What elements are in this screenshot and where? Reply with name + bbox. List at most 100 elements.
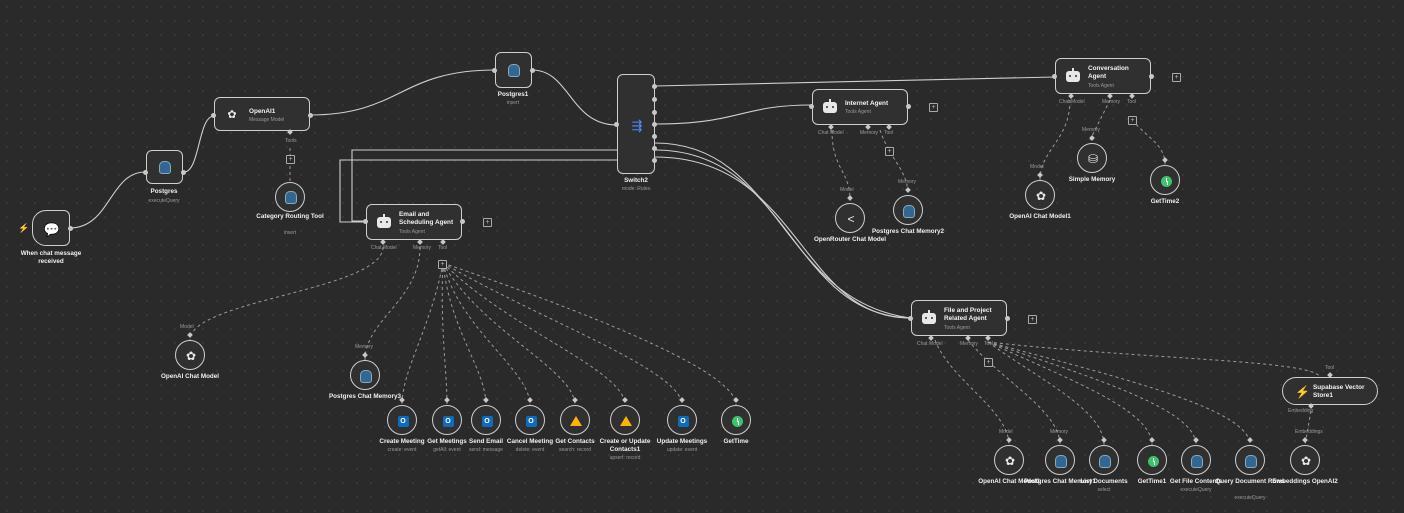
input-port[interactable]	[1052, 74, 1057, 79]
conversation-agent-node[interactable]: Conversation Agent Tools Agent	[1055, 58, 1151, 94]
port-label-chat-model: Chat Model	[1059, 99, 1085, 105]
input-port[interactable]	[363, 219, 368, 224]
trigger-node[interactable]: 💬	[32, 210, 70, 246]
output-port[interactable]	[460, 219, 465, 224]
update-meetings-node[interactable]: O	[667, 405, 697, 435]
output-port[interactable]	[530, 68, 535, 73]
input-port[interactable]	[492, 68, 497, 73]
input-port[interactable]	[908, 316, 913, 321]
memory-port[interactable]	[417, 239, 423, 245]
connector-port[interactable]	[847, 195, 853, 201]
chat-model-port[interactable]	[928, 335, 934, 341]
input-port[interactable]	[143, 170, 148, 175]
list-documents-node[interactable]	[1089, 445, 1119, 475]
connector-port[interactable]	[1057, 437, 1063, 443]
connector-port[interactable]	[905, 187, 911, 193]
get-contacts-node[interactable]	[560, 405, 590, 435]
embeddings-node[interactable]: ✿	[1290, 445, 1320, 475]
simple-memory-node[interactable]: ⛁	[1077, 143, 1107, 173]
supabase-vector-store-node[interactable]: ⚡ Supabase Vector Store1	[1282, 377, 1378, 405]
openai-chat-model-node[interactable]: ✿	[175, 340, 205, 370]
query-doc-rows-node[interactable]	[1235, 445, 1265, 475]
create-meeting-node[interactable]: O	[387, 405, 417, 435]
chat-model-port[interactable]	[828, 124, 834, 130]
switch-node[interactable]: ⇶	[617, 74, 655, 174]
connector-port[interactable]	[1089, 135, 1095, 141]
output-port[interactable]	[308, 113, 313, 118]
connector-port[interactable]	[1162, 157, 1168, 163]
create-update-contacts-node[interactable]	[610, 405, 640, 435]
cancel-meeting-node[interactable]: O	[515, 405, 545, 435]
output-port[interactable]	[906, 104, 911, 109]
pg-mem2-node[interactable]	[893, 195, 923, 225]
add-tool-button[interactable]: +	[286, 155, 295, 164]
add-node-button[interactable]: +	[483, 218, 492, 227]
connector-port[interactable]	[1006, 437, 1012, 443]
add-tool-button[interactable]: +	[984, 358, 993, 367]
memory-port[interactable]	[965, 335, 971, 341]
tool-port[interactable]	[440, 239, 446, 245]
tool-port[interactable]	[886, 124, 892, 130]
output-port-6[interactable]	[652, 146, 657, 151]
connector-port[interactable]	[527, 397, 533, 403]
get-file-contents-node[interactable]	[1181, 445, 1211, 475]
output-port[interactable]	[181, 170, 186, 175]
memory-port[interactable]	[865, 124, 871, 130]
output-port[interactable]	[1005, 316, 1010, 321]
output-port-4[interactable]	[652, 122, 657, 127]
openai1-node[interactable]: ✿ OpenAI1 Message Model	[214, 97, 310, 131]
connector-port[interactable]	[444, 397, 450, 403]
connector-port[interactable]	[362, 352, 368, 358]
output-port[interactable]	[68, 226, 73, 231]
connector-port[interactable]	[1149, 437, 1155, 443]
file-project-agent-node[interactable]: File and Project Related Agent Tools Age…	[911, 300, 1007, 336]
output-port-2[interactable]	[652, 97, 657, 102]
add-tool-button[interactable]: +	[885, 147, 894, 156]
tool-port[interactable]	[1129, 93, 1135, 99]
input-port[interactable]	[614, 122, 619, 127]
connector-port[interactable]	[679, 397, 685, 403]
get-meetings-node[interactable]: O	[432, 405, 462, 435]
connector-port[interactable]	[572, 397, 578, 403]
internet-agent-node[interactable]: Internet Agent Tools Agent	[812, 89, 908, 125]
category-routing-tool-node[interactable]	[275, 182, 305, 212]
connector-port[interactable]	[733, 397, 739, 403]
input-port[interactable]	[211, 113, 216, 118]
gettime2-node[interactable]	[1150, 165, 1180, 195]
openai-chat-model1-node[interactable]: ✿	[1025, 180, 1055, 210]
chat-model-port[interactable]	[1068, 93, 1074, 99]
output-port-3[interactable]	[652, 110, 657, 115]
connector-port[interactable]	[622, 397, 628, 403]
add-node-button[interactable]: +	[1172, 73, 1181, 82]
postgres-node[interactable]	[146, 150, 183, 184]
connector-port[interactable]	[1193, 437, 1199, 443]
pg-mem3-node[interactable]	[350, 360, 380, 390]
connector-port[interactable]	[187, 332, 193, 338]
output-port[interactable]	[1149, 74, 1154, 79]
connector-port[interactable]	[1302, 437, 1308, 443]
connector-port[interactable]	[1247, 437, 1253, 443]
output-port-1[interactable]	[652, 84, 657, 89]
output-port-5[interactable]	[652, 134, 657, 139]
connector-port[interactable]	[483, 397, 489, 403]
connector-port[interactable]	[1101, 437, 1107, 443]
pg-mem1-node[interactable]	[1045, 445, 1075, 475]
openai-chat-model3-node[interactable]: ✿	[994, 445, 1024, 475]
add-node-button[interactable]: +	[929, 103, 938, 112]
email-scheduling-agent-node[interactable]: Email and Scheduling Agent Tools Agent	[366, 204, 462, 240]
gettime1-node[interactable]	[1137, 445, 1167, 475]
memory-port[interactable]	[1107, 93, 1113, 99]
add-tool-button[interactable]: +	[438, 260, 447, 269]
output-port-7[interactable]	[652, 158, 657, 163]
openrouter-node[interactable]: <	[835, 203, 865, 233]
input-port[interactable]	[809, 104, 814, 109]
add-node-button[interactable]: +	[1028, 315, 1037, 324]
chat-model-port[interactable]	[380, 239, 386, 245]
add-tool-button[interactable]: +	[1128, 116, 1137, 125]
tool-port[interactable]	[985, 335, 991, 341]
gettime-node[interactable]	[721, 405, 751, 435]
connector-port[interactable]	[1037, 172, 1043, 178]
send-email-node[interactable]: O	[471, 405, 501, 435]
postgres1-node[interactable]	[495, 52, 532, 88]
